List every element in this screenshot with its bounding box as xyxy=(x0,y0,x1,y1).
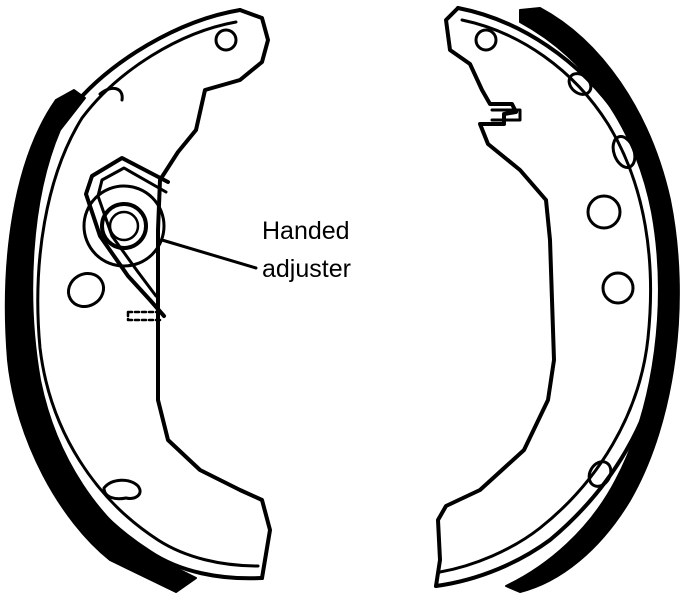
right-upper-hole xyxy=(474,28,498,52)
left-shoe-rim-inner xyxy=(36,20,260,568)
left-mid-hole xyxy=(66,271,106,309)
right-slot-lower xyxy=(587,460,613,488)
left-upper-hole xyxy=(214,28,238,52)
callout-leader-line xyxy=(160,238,258,270)
left-friction-lining xyxy=(4,89,197,593)
adjuster-spring-inner xyxy=(96,166,168,298)
adjuster-wheel-outer xyxy=(82,184,166,268)
right-brake-shoe xyxy=(434,6,680,593)
right-hole-a xyxy=(586,194,622,230)
callout-label-line1: Handed xyxy=(262,217,350,245)
left-shoe-web xyxy=(156,8,272,580)
right-hole-b xyxy=(601,271,635,305)
left-brake-shoe xyxy=(4,8,272,593)
adjuster-wheel-mid xyxy=(100,202,148,250)
right-shoe-rim-inner xyxy=(438,18,653,574)
adjuster-spring xyxy=(84,156,170,318)
right-slot-mid xyxy=(611,135,637,169)
right-slot-upper xyxy=(567,72,593,96)
adjuster-wheel-inner xyxy=(108,210,140,242)
callout-label-line2: adjuster xyxy=(262,255,351,283)
right-web-notch xyxy=(490,108,522,122)
right-shoe-web xyxy=(434,6,556,588)
adjuster-pin xyxy=(126,310,164,322)
right-shoe-rim xyxy=(434,6,669,588)
right-friction-lining xyxy=(505,7,680,593)
left-shoe-rim xyxy=(19,8,264,581)
left-lower-slot xyxy=(102,478,142,501)
left-upper-notch xyxy=(98,86,124,102)
